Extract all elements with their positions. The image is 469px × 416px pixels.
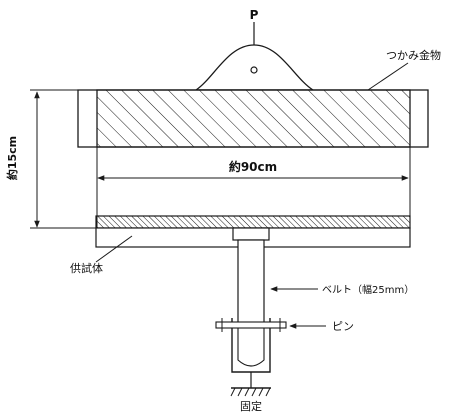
- fixed-label: 固定: [240, 399, 262, 413]
- ground-hatch: [230, 387, 271, 397]
- specimen-leader: [95, 235, 133, 263]
- belt-plate: [232, 227, 270, 241]
- pin: [215, 321, 287, 329]
- belt: [237, 239, 265, 325]
- load-label: P: [250, 8, 259, 22]
- specimen-layer: [95, 215, 411, 229]
- clamp-block: [96, 89, 411, 148]
- belt-loop: [237, 324, 265, 367]
- pin-label: ピン: [332, 320, 354, 333]
- hook-hole: [250, 66, 258, 74]
- clamp-leader: [367, 62, 409, 91]
- height-label: 約15cm: [5, 136, 19, 180]
- width-label: 約90cm: [229, 159, 277, 174]
- specimen-label: 供試体: [70, 261, 103, 275]
- clamp-label: つかみ金物: [386, 48, 441, 62]
- belt-label: ベルト（幅25mm）: [322, 283, 414, 296]
